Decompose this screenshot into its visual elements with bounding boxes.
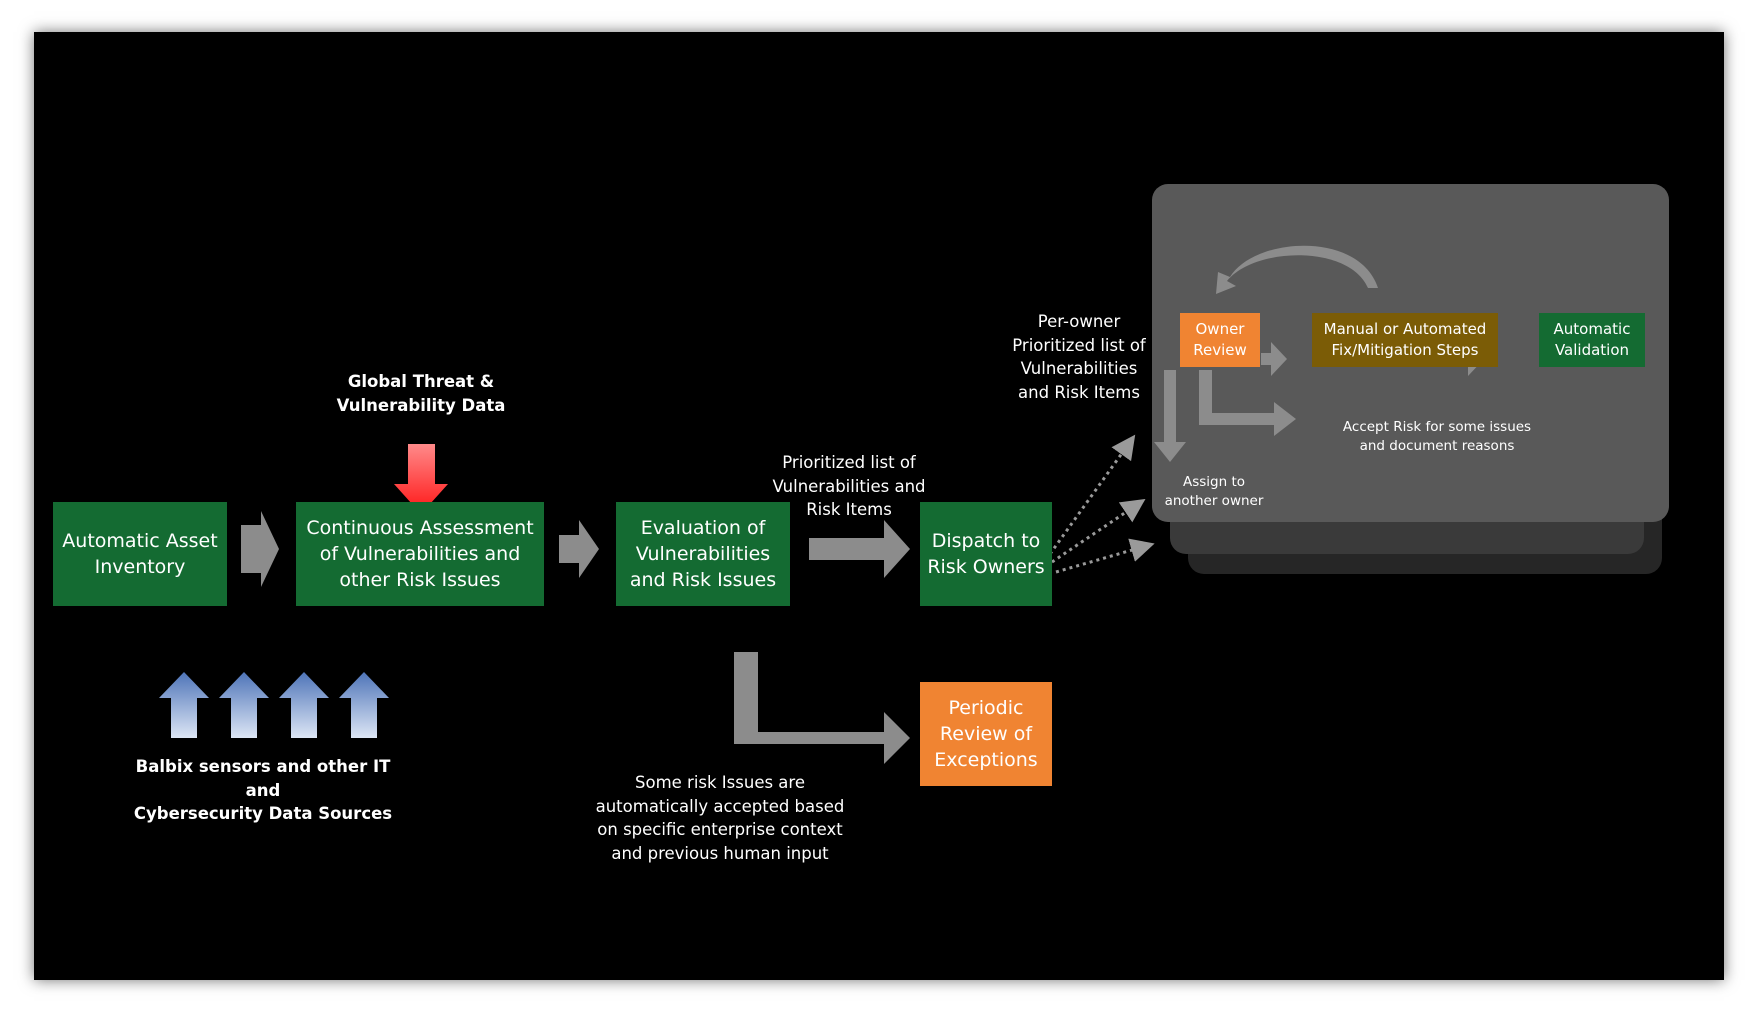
arrow-evaluation-to-periodic-review — [734, 652, 910, 764]
dispatch-fanout-2 — [1051, 498, 1146, 564]
auto-accepted-label: Some risk Issues are automatically accep… — [595, 773, 845, 863]
data-source-arrow-2 — [219, 672, 269, 738]
data-source-arrow-4 — [339, 672, 389, 738]
per-owner-list-label: Per-owner Prioritized list of Vulnerabil… — [1012, 312, 1146, 402]
data-source-arrows — [159, 672, 389, 738]
global-threat-label: Global Threat & Vulnerability Data — [336, 372, 506, 415]
automatic-validation-box: Automatic Validation — [1539, 313, 1645, 367]
dispatch-to-risk-owners-box: Dispatch to Risk Owners — [920, 502, 1052, 606]
assign-another-owner-label: Assign to another owner — [1164, 474, 1264, 509]
dispatch-fanout-3 — [1055, 538, 1155, 574]
diagram-connectors — [159, 245, 1484, 764]
diagram-canvas: Automatic Asset Inventory Continuous Ass… — [34, 32, 1724, 980]
data-sources-label: Balbix sensors and other IT and Cybersec… — [133, 757, 393, 823]
owner-review-box: Owner Review — [1180, 313, 1260, 367]
arrow-assign-another-owner — [1154, 370, 1186, 462]
data-source-arrow-1 — [159, 672, 209, 738]
arrow-owner-to-fix — [1261, 342, 1287, 376]
arrow-evaluation-to-dispatch — [809, 520, 910, 578]
evaluation-box: Evaluation of Vulnerabilities and Risk I… — [616, 502, 790, 606]
arrow-inventory-to-assessment — [241, 511, 279, 587]
loop-back-arrow — [1216, 245, 1378, 294]
periodic-review-box: Periodic Review of Exceptions — [920, 682, 1052, 786]
continuous-assessment-box: Continuous Assessment of Vulnerabilities… — [296, 502, 544, 606]
data-source-arrow-3 — [279, 672, 329, 738]
arrow-assessment-to-evaluation — [559, 520, 599, 578]
prioritized-list-label: Prioritized list of Vulnerabilities and … — [772, 453, 926, 519]
global-threat-arrow — [394, 444, 448, 514]
automatic-asset-inventory-box: Automatic Asset Inventory — [53, 502, 227, 606]
accept-risk-label: Accept Risk for some issues and document… — [1342, 419, 1532, 454]
dispatch-fanout-1 — [1048, 434, 1136, 555]
fix-mitigation-box: Manual or Automated Fix/Mitigation Steps — [1312, 313, 1498, 367]
arrow-accept-risk — [1199, 370, 1296, 436]
